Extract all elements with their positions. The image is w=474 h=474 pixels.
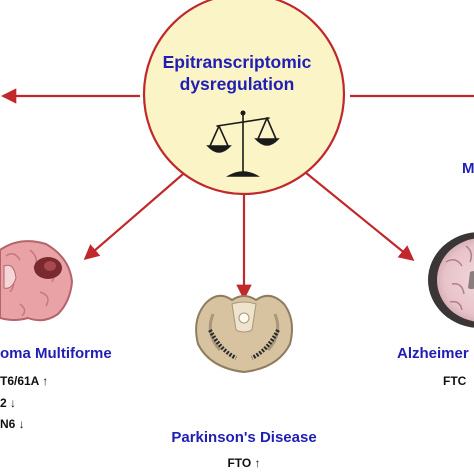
arrows [0,88,474,301]
center-title-line1: Epitranscriptomic [162,52,312,72]
label-right-partial: M [462,160,474,177]
brain-tumor-icon [0,240,74,322]
disease-label-left: oma Multiforme [0,345,112,362]
gene-bottom-1: FTO ↑ [227,456,261,470]
arrow-to-bottom-left [83,167,191,261]
brain-scan-icon [428,232,474,328]
arrow-to-bottom-right [299,167,415,261]
balance-scale-icon [206,110,280,177]
gene-left-1: T6/61A ↑ [0,374,49,388]
disease-label-right: Alzheimer [397,345,469,362]
center-title-line2: dysregulation [179,74,295,94]
disease-label-bottom: Parkinson's Disease [171,429,317,446]
gene-right-1: FTC [443,374,467,388]
gene-left-2: 2 ↓ [0,396,17,410]
midbrain-section-icon [195,294,293,374]
center-circle [142,0,346,196]
gene-left-3: N6 ↓ [0,417,25,431]
